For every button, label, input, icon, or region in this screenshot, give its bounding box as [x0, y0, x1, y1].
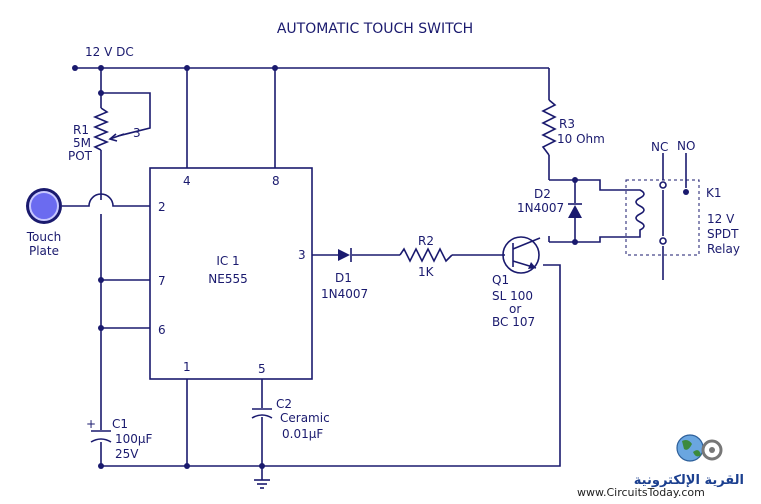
r1-ref: R1: [73, 123, 89, 137]
r2-ref: R2: [418, 234, 434, 248]
k1-label-3: Relay: [707, 242, 740, 256]
d2-ref: D2: [534, 187, 551, 201]
c1-voltage: 25V: [115, 447, 139, 461]
ic1-pin-2: 2: [158, 200, 166, 214]
ic1-pin-4: 4: [183, 174, 191, 188]
ic1-ref: IC 1: [216, 254, 239, 268]
watermark-url: www.CircuitsToday.com: [577, 486, 705, 499]
d2-diode: D2 1N4007: [517, 187, 582, 218]
d1-ref: D1: [335, 271, 352, 285]
d2-part: 1N4007: [517, 201, 564, 215]
k1-relay: NC NO K1 12 V SPDT Relay: [625, 139, 740, 256]
c1-value: 100µF: [115, 432, 153, 446]
ic1-pin-7: 7: [158, 274, 166, 288]
q1-part-1: SL 100: [492, 289, 533, 303]
c2-value: 0.01µF: [282, 427, 323, 441]
r1-value: 5M: [73, 136, 91, 150]
r3-ref: R3: [559, 117, 575, 131]
ic1-pin-5: 5: [258, 362, 266, 376]
junction-dots: [72, 65, 578, 469]
d1-diode: D1 1N4007: [321, 248, 368, 301]
r2-resistor: R2 1K: [399, 234, 453, 279]
k1-no-label: NO: [677, 139, 695, 153]
touch-plate: Touch Plate: [26, 188, 62, 258]
d1-part: 1N4007: [321, 287, 368, 301]
r2-value: 1K: [418, 265, 435, 279]
ic1-pin-8: 8: [272, 174, 280, 188]
q1-or: or: [509, 302, 521, 316]
c1-ref: C1: [112, 417, 128, 431]
r1-type: POT: [68, 149, 93, 163]
supply-label: 12 V DC: [85, 45, 134, 59]
q1-ref: Q1: [492, 273, 509, 287]
c1-electrolytic: + C1 100µF 25V: [86, 417, 153, 461]
touch-plate-label-1: Touch: [26, 230, 61, 244]
diagram-title: AUTOMATIC TOUCH SWITCH: [277, 21, 473, 37]
q1-transistor: Q1 SL 100 or BC 107: [492, 236, 541, 329]
k1-ref: K1: [706, 186, 722, 200]
c2-ceramic: C2 Ceramic 0.01µF: [251, 397, 330, 441]
ic1-pin-6: 6: [158, 323, 166, 337]
ic1-pin-1: 1: [183, 360, 191, 374]
ic1-pin-3: 3: [298, 248, 306, 262]
r3-resistor: R3 10 Ohm: [541, 99, 605, 156]
k1-nc-label: NC: [651, 140, 668, 154]
ground-symbol: [254, 479, 270, 489]
ic1-part: NE555: [208, 272, 247, 286]
watermark-logo: [676, 434, 723, 462]
watermark-arabic: القرية الإلكترونية: [634, 473, 744, 488]
ic1-ne555: IC 1 NE555 2 7 6 4 8 3 1 5: [149, 167, 313, 380]
r1-potentiometer: R1 5M POT 3: [68, 107, 141, 163]
r3-value: 10 Ohm: [557, 132, 605, 146]
k1-label-2: SPDT: [707, 227, 739, 241]
c2-type: Ceramic: [280, 411, 330, 425]
c1-polarity: +: [86, 417, 96, 431]
wires: [62, 67, 687, 480]
r1-wiper-pin: 3: [133, 126, 141, 140]
q1-part-2: BC 107: [492, 315, 535, 329]
touch-plate-label-2: Plate: [29, 244, 59, 258]
k1-label-1: 12 V: [707, 212, 735, 226]
c2-ref: C2: [276, 397, 292, 411]
